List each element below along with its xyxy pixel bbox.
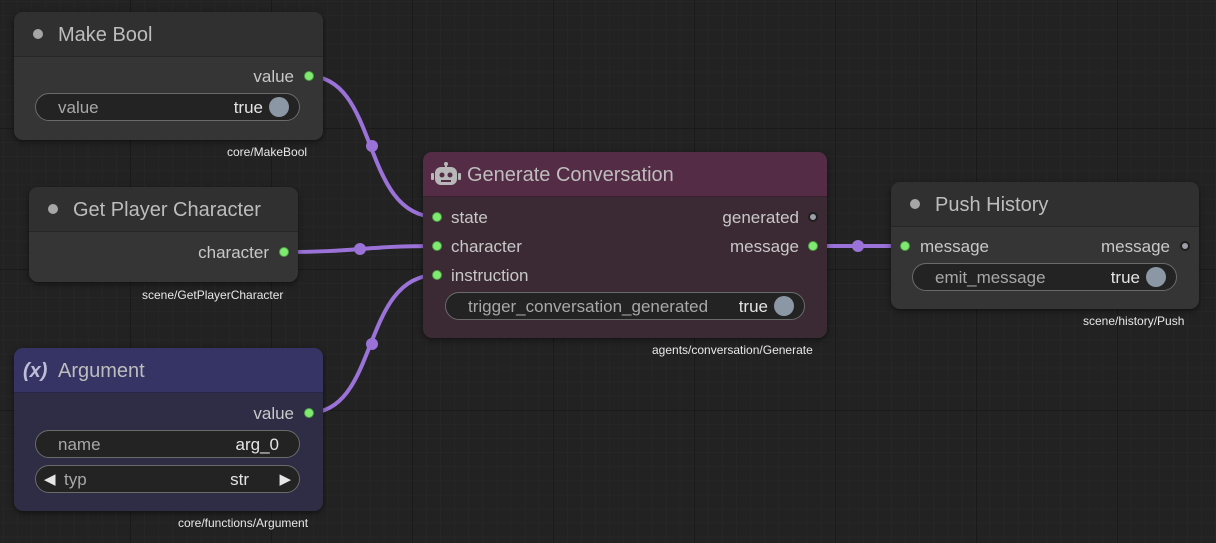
node-header[interactable]: Make Bool xyxy=(14,12,323,57)
collapse-dot-icon[interactable] xyxy=(910,199,920,209)
output-slot-dot[interactable] xyxy=(1180,241,1190,251)
input-slot-dot[interactable] xyxy=(900,241,910,251)
output-slot-label: generated xyxy=(722,208,799,227)
input-slot-dot[interactable] xyxy=(432,270,442,280)
node-path-label: core/MakeBool xyxy=(227,145,308,159)
output-slot-dot[interactable] xyxy=(304,408,314,418)
node-push-history[interactable]: Push History message message emit_messag… xyxy=(891,182,1199,309)
link-midpoint[interactable] xyxy=(366,338,378,350)
input-slot-label: state xyxy=(451,208,488,227)
widget-value: true xyxy=(738,297,768,316)
input-slot-label: instruction xyxy=(451,266,529,285)
node-header[interactable]: (x) Argument xyxy=(14,348,323,393)
node-path-label: core/functions/Argument xyxy=(178,516,309,530)
node-header[interactable]: Push History xyxy=(891,182,1199,227)
node-path-label: scene/GetPlayerCharacter xyxy=(142,288,284,302)
node-path-label: agents/conversation/Generate xyxy=(652,343,813,357)
link-midpoint[interactable] xyxy=(354,243,366,255)
output-slot-dot[interactable] xyxy=(808,241,818,251)
node-header[interactable]: Get Player Character xyxy=(29,187,298,232)
collapse-dot-icon[interactable] xyxy=(33,29,43,39)
input-slot-dot[interactable] xyxy=(432,212,442,222)
node-title: Push History xyxy=(935,194,1049,216)
toggle-knob-icon[interactable] xyxy=(774,296,794,316)
value-toggle[interactable]: value true xyxy=(35,93,300,121)
input-slot-dot[interactable] xyxy=(432,241,442,251)
trigger-conversation-generated-toggle[interactable]: trigger_conversation_generated true xyxy=(445,292,805,320)
link-midpoint[interactable] xyxy=(852,240,864,252)
node-make-bool[interactable]: Make Bool value value true xyxy=(14,12,323,140)
output-slot-label: value xyxy=(253,404,294,423)
output-slot-dot[interactable] xyxy=(304,71,314,81)
toggle-knob-icon[interactable] xyxy=(269,97,289,117)
link-midpoint[interactable] xyxy=(366,140,378,152)
node-title: Argument xyxy=(58,360,145,382)
widget-label: emit_message xyxy=(935,268,1046,287)
robot-icon xyxy=(431,162,461,185)
output-slot-label: message xyxy=(730,237,799,256)
node-get-player-character[interactable]: Get Player Character character xyxy=(29,187,298,282)
typ-combo[interactable]: ◀ typ str ▶ xyxy=(35,465,300,493)
widget-label: typ xyxy=(64,470,87,489)
widget-label: value xyxy=(58,98,99,117)
node-title: Generate Conversation xyxy=(467,164,674,186)
collapse-dot-icon[interactable] xyxy=(48,204,58,214)
name-field[interactable]: name arg_0 xyxy=(35,430,300,458)
triangle-left-icon[interactable]: ◀ xyxy=(44,471,56,488)
output-slot-label: value xyxy=(253,67,294,86)
triangle-right-icon[interactable]: ▶ xyxy=(279,471,291,488)
variable-x-icon: (x) xyxy=(23,360,48,382)
output-slot-dot[interactable] xyxy=(279,247,289,257)
node-path-label: scene/history/Push xyxy=(1083,314,1185,328)
widget-value: true xyxy=(233,98,263,117)
widget-label: trigger_conversation_generated xyxy=(468,297,709,316)
emit-message-toggle[interactable]: emit_message true xyxy=(912,263,1177,291)
widget-label: name xyxy=(58,435,101,454)
toggle-knob-icon[interactable] xyxy=(1146,267,1166,287)
output-slot-label: message xyxy=(1101,237,1170,256)
node-argument[interactable]: (x) Argument value name arg_0 ◀ typ str … xyxy=(14,348,323,511)
widget-value: arg_0 xyxy=(235,435,279,454)
node-header[interactable]: Generate Conversation xyxy=(423,152,827,197)
node-title: Make Bool xyxy=(58,24,153,46)
widget-value: true xyxy=(1110,268,1140,287)
node-generate-conversation[interactable]: Generate Conversation state character in… xyxy=(423,152,827,338)
output-slot-label: character xyxy=(198,243,269,262)
output-slot-dot[interactable] xyxy=(808,212,818,222)
input-slot-label: character xyxy=(451,237,522,256)
node-title: Get Player Character xyxy=(73,199,261,221)
input-slot-label: message xyxy=(920,237,989,256)
widget-value: str xyxy=(230,470,249,489)
